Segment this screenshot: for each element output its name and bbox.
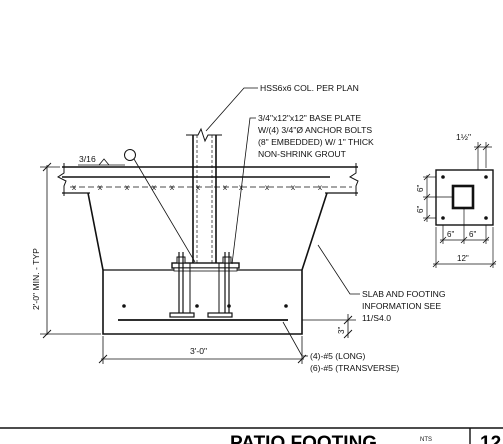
anchor-bolt-hole xyxy=(484,216,488,220)
slab-mark: x xyxy=(223,183,227,192)
slab-note-line-3: 11/S4.0 xyxy=(362,313,391,323)
slab-note-line-2: INFORMATION SEE xyxy=(362,301,441,311)
slab-note: SLAB AND FOOTING INFORMATION SEE 11/S4.0 xyxy=(317,244,446,323)
plate-horizontal-dim-left: 6" xyxy=(447,230,454,239)
slab-mark: x xyxy=(239,183,243,192)
slab-mark: x xyxy=(152,183,156,192)
slab-mark: x xyxy=(291,183,295,192)
slab-mark: x xyxy=(125,183,129,192)
slab-mark: x xyxy=(196,183,200,192)
slab-mark: x xyxy=(170,183,174,192)
slab-mark: x xyxy=(72,183,76,192)
scale-label: NTS xyxy=(420,437,432,443)
base-plate-callout: 3/4"x12"x12" BASE PLATE W/(4) 3/4"Ø ANCH… xyxy=(231,113,374,265)
slab-mark: x xyxy=(318,183,322,192)
weld-symbol: 3/16 xyxy=(78,149,196,263)
base-plate-plan-detail: 1½" 6" 6" 6" 6" 12" xyxy=(416,132,497,268)
rebar-note-line-2: (6)-#5 (TRANSVERSE) xyxy=(310,363,399,373)
slab-mark: x xyxy=(98,183,102,192)
plate-vertical-dim-bottom: 6" xyxy=(416,206,425,213)
vertical-dimension-text: 2'-0" MIN. - TYP xyxy=(31,248,41,310)
rebar-dot xyxy=(284,304,288,308)
detail-number: 12 xyxy=(480,433,501,444)
slab-break-right xyxy=(349,163,359,196)
title-block: PATIO FOOTING NTS 12 xyxy=(0,427,503,444)
footing-width-dimension: 3'-0" xyxy=(98,336,307,364)
vertical-dimension: 2'-0" MIN. - TYP xyxy=(31,162,101,339)
rebar-note: (4)-#5 (LONG) (6)-#5 (TRANSVERSE) xyxy=(282,321,399,373)
hss-column xyxy=(186,127,222,263)
column-break xyxy=(186,127,222,143)
plate-vertical-dim-top: 6" xyxy=(416,185,425,192)
slab-note-line-1: SLAB AND FOOTING xyxy=(362,289,446,299)
anchor-bolt-hole xyxy=(484,175,488,179)
all-around-icon xyxy=(124,149,136,161)
rebar-note-line-1: (4)-#5 (LONG) xyxy=(310,351,366,361)
anchor-bolt-hole xyxy=(441,175,445,179)
base-plate-callout-line-4: NON-SHRINK GROUT xyxy=(258,149,347,159)
column-callout: HSS6x6 COL. PER PLAN xyxy=(205,83,359,132)
footing-width-text: 3'-0" xyxy=(190,346,207,356)
detail-title: PATIO FOOTING xyxy=(230,433,377,444)
base-plate-callout-line-1: 3/4"x12"x12" BASE PLATE xyxy=(258,113,361,123)
plate-horizontal-dim-right: 6" xyxy=(469,230,476,239)
anchor-bolt-hole xyxy=(441,216,445,220)
base-plate-callout-line-2: W/(4) 3/4"Ø ANCHOR BOLTS xyxy=(258,125,372,135)
slab-mark: x xyxy=(265,183,269,192)
rebar-dot xyxy=(195,304,199,308)
plate-overall-dim: 12" xyxy=(457,254,469,263)
weld-size: 3/16 xyxy=(79,154,96,164)
column-callout-text: HSS6x6 COL. PER PLAN xyxy=(260,83,359,93)
base-plate xyxy=(169,252,240,318)
rebar-dot xyxy=(122,304,126,308)
plate-edge-dim: 1½" xyxy=(456,132,471,142)
slab-break-left xyxy=(57,163,67,196)
base-plate-callout-line-3: (8" EMBEDDED) W/ 1" THICK xyxy=(258,137,374,147)
cover-dimension-text: 3" xyxy=(337,327,346,334)
cover-dimension: 3" xyxy=(302,314,356,339)
